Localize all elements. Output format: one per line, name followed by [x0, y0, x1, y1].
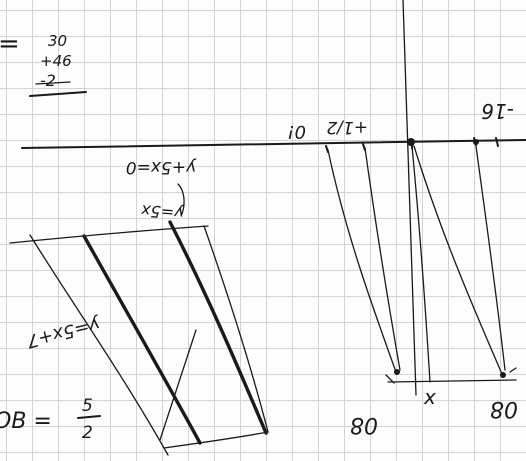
- region-left-edge: [29, 234, 169, 456]
- projection-line-1: [327, 149, 397, 373]
- bottom-right-label: 08: [490, 396, 518, 421]
- vertical-axis-line: [402, 0, 417, 396]
- label-hook: [177, 183, 185, 215]
- top-right-number: -16: [481, 99, 514, 123]
- equation-y-5x: y=5x: [140, 201, 185, 223]
- equation-y-5x-plus-7: y=5x+7: [24, 313, 103, 352]
- line-y-5x: [168, 220, 268, 435]
- bottom-segment: [387, 379, 517, 383]
- projection-line-2: [364, 147, 401, 371]
- bottom-right-stub: [509, 367, 517, 373]
- ratio-numerator: 5: [82, 396, 93, 416]
- region-top-edge: [9, 225, 209, 244]
- bottom-left-point: [394, 369, 400, 375]
- line-y-5x-plus-7: [82, 234, 202, 445]
- axis-point-marker-right: [473, 139, 479, 145]
- ratio-left-side: OB =: [0, 409, 52, 434]
- sum-middle-number: +46: [40, 52, 72, 70]
- bottom-right-point: [500, 372, 506, 378]
- ratio-fraction-bar: [77, 415, 101, 419]
- sum-top-number: 30: [48, 32, 67, 50]
- axis-label-fraction: +1/2: [326, 117, 368, 137]
- projection-line-3: [411, 145, 431, 383]
- ratio-denominator: 2: [82, 423, 93, 443]
- equation-y-plus-5x: y+5x=0: [126, 157, 197, 177]
- bottom-left-stub: [385, 374, 395, 384]
- bottom-middle-label: x: [423, 385, 436, 409]
- region-inner-edge: [159, 329, 197, 441]
- bottom-left-label: 08: [350, 412, 378, 437]
- left-equals-sign: =: [0, 29, 20, 59]
- horizontal-axis-line: [21, 139, 526, 149]
- region-bottom-edge: [163, 431, 269, 449]
- sum-bottom-number: -2: [40, 71, 56, 90]
- projection-line-4: [413, 145, 503, 375]
- sum-underline-short: [35, 81, 71, 85]
- sum-underline: [29, 91, 87, 97]
- region-right-edge: [203, 225, 269, 433]
- axis-point-marker: [407, 138, 415, 146]
- projection-line-5: [475, 145, 506, 371]
- axis-label-zero: 0!: [287, 121, 306, 142]
